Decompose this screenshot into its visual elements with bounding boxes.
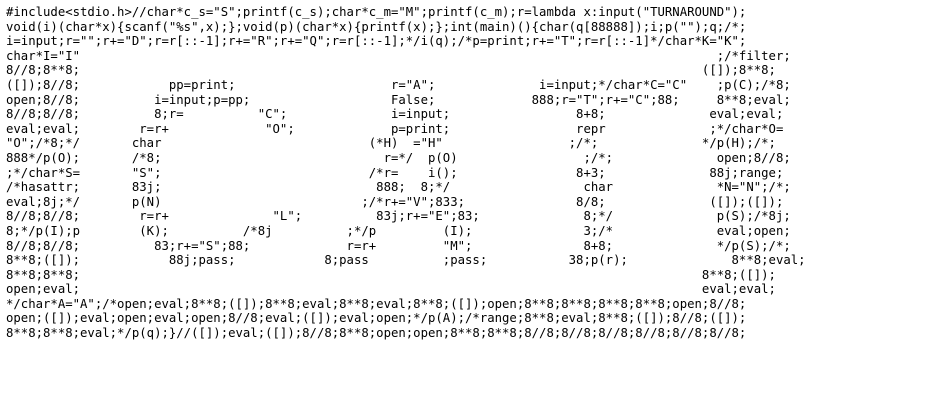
code-line-23: 8**8;8**8;eval;*/p(q);}//([]);eval;([]);… — [6, 326, 747, 341]
code-line-9: eval;eval; r=r+ "O"; p=print; repr ;*/ch… — [6, 121, 784, 136]
code-line-11: 888*/p(O); /*8; r=*/ p(O) ;/*; open;8//8… — [6, 150, 791, 165]
code-line-20: open;eval; eval;eval; — [6, 282, 776, 297]
code-line-17: 8//8;8//8; 83;r+="S";88; r=r+ "M"; 8+8; … — [6, 238, 791, 253]
code-line-16: 8;*/p(I);p (K); /*8j ;*/p (I); 3;/* eval… — [6, 223, 791, 238]
code-line-7: open;8//8; i=input;p=pp; False; 888;r="T… — [6, 92, 791, 107]
code-line-14: eval;8j;*/ p(N) ;/*r+="V";833; 8/8; ([])… — [6, 194, 784, 209]
code-line-15: 8//8;8//8; r=r+ "L"; 83j;r+="E";83; 8;*/… — [6, 209, 791, 224]
code-line-8: 8//8;8//8; 8;r= "C"; i=input; 8+8; eval;… — [6, 107, 784, 122]
code-line-22: open;([]);eval;open;eval;open;8//8;eval;… — [6, 311, 747, 326]
code-line-2: void(i)(char*x){scanf("%s",x);};void(p)(… — [6, 19, 747, 34]
code-line-4: char*I="I" ;/*filter; — [6, 48, 791, 63]
code-line-6: ([]);8//8; pp=print; r="A"; i=input;*/ch… — [6, 77, 791, 92]
code-line-1: #include<stdio.h>//char*c_s="S";printf(c… — [6, 5, 747, 19]
code-line-21: */char*A="A";/*open;eval;8**8;([]);8**8;… — [6, 296, 747, 311]
code-block: #include<stdio.h>//char*c_s="S";printf(c… — [6, 5, 938, 341]
code-line-18: 8**8;([]); 88j;pass; 8;pass ;pass; 38;p(… — [6, 253, 806, 268]
code-line-19: 8**8;8**8; 8**8;([]); — [6, 267, 776, 282]
code-line-10: "O";/*8;*/ char (*H) ="H" ;/*; */p(H);/*… — [6, 136, 776, 151]
code-line-12: ;*/char*S= "S"; /*r= i(); 8+3; 88j;range… — [6, 165, 784, 180]
code-line-3: i=input;r="";r+="D";r=r[::-1];r+="R";r+=… — [6, 34, 747, 49]
code-line-5: 8//8;8**8; ([]);8**8; — [6, 63, 776, 78]
code-line-13: /*hasattr; 83j; 888; 8;*/ char *N="N";/*… — [6, 180, 791, 195]
